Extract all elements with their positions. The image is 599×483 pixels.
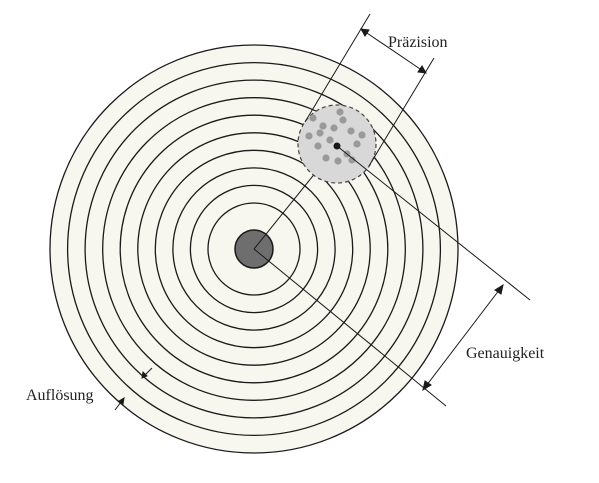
shot-dot xyxy=(319,122,327,130)
precision-dimension xyxy=(304,13,435,167)
shot-dot xyxy=(322,154,330,162)
resolution-arrowhead-2 xyxy=(118,397,125,405)
accuracy-dimension-line xyxy=(422,284,504,391)
precision-dimension-line xyxy=(360,28,427,74)
shot-dot xyxy=(358,131,366,139)
shot-dot xyxy=(316,129,324,137)
shot-dot xyxy=(347,127,355,135)
shot-dot xyxy=(339,116,347,124)
target-rings xyxy=(49,44,459,454)
label-resolution: Auflösung xyxy=(26,387,94,404)
label-accuracy: Genauigkeit xyxy=(466,345,545,362)
precision-arrowhead-1 xyxy=(360,28,370,37)
shot-dot xyxy=(348,156,356,164)
accuracy-dimension xyxy=(253,145,531,407)
precision-extension-line-2 xyxy=(368,57,435,167)
shot-dot xyxy=(326,136,334,144)
shot-dot xyxy=(336,108,344,116)
shot-dot xyxy=(314,142,322,150)
resolution-dimension xyxy=(114,367,153,411)
accuracy-arrowhead-1 xyxy=(494,283,504,295)
shot-dot xyxy=(309,114,317,122)
label-precision: Präzision xyxy=(388,34,448,51)
accuracy-extension-line-2 xyxy=(253,248,447,407)
accuracy-arrowhead-2 xyxy=(422,380,432,392)
shot-dot xyxy=(334,157,342,165)
shot-dot xyxy=(305,132,313,140)
shot-dot xyxy=(353,140,361,148)
shot-dot xyxy=(330,124,338,132)
resolution-arrowhead-1 xyxy=(141,370,148,379)
precision-extension-line-1 xyxy=(304,13,371,123)
accuracy-extension-line-1 xyxy=(336,145,531,301)
precision-arrowhead-2 xyxy=(417,65,427,74)
shot-dots xyxy=(305,108,366,165)
